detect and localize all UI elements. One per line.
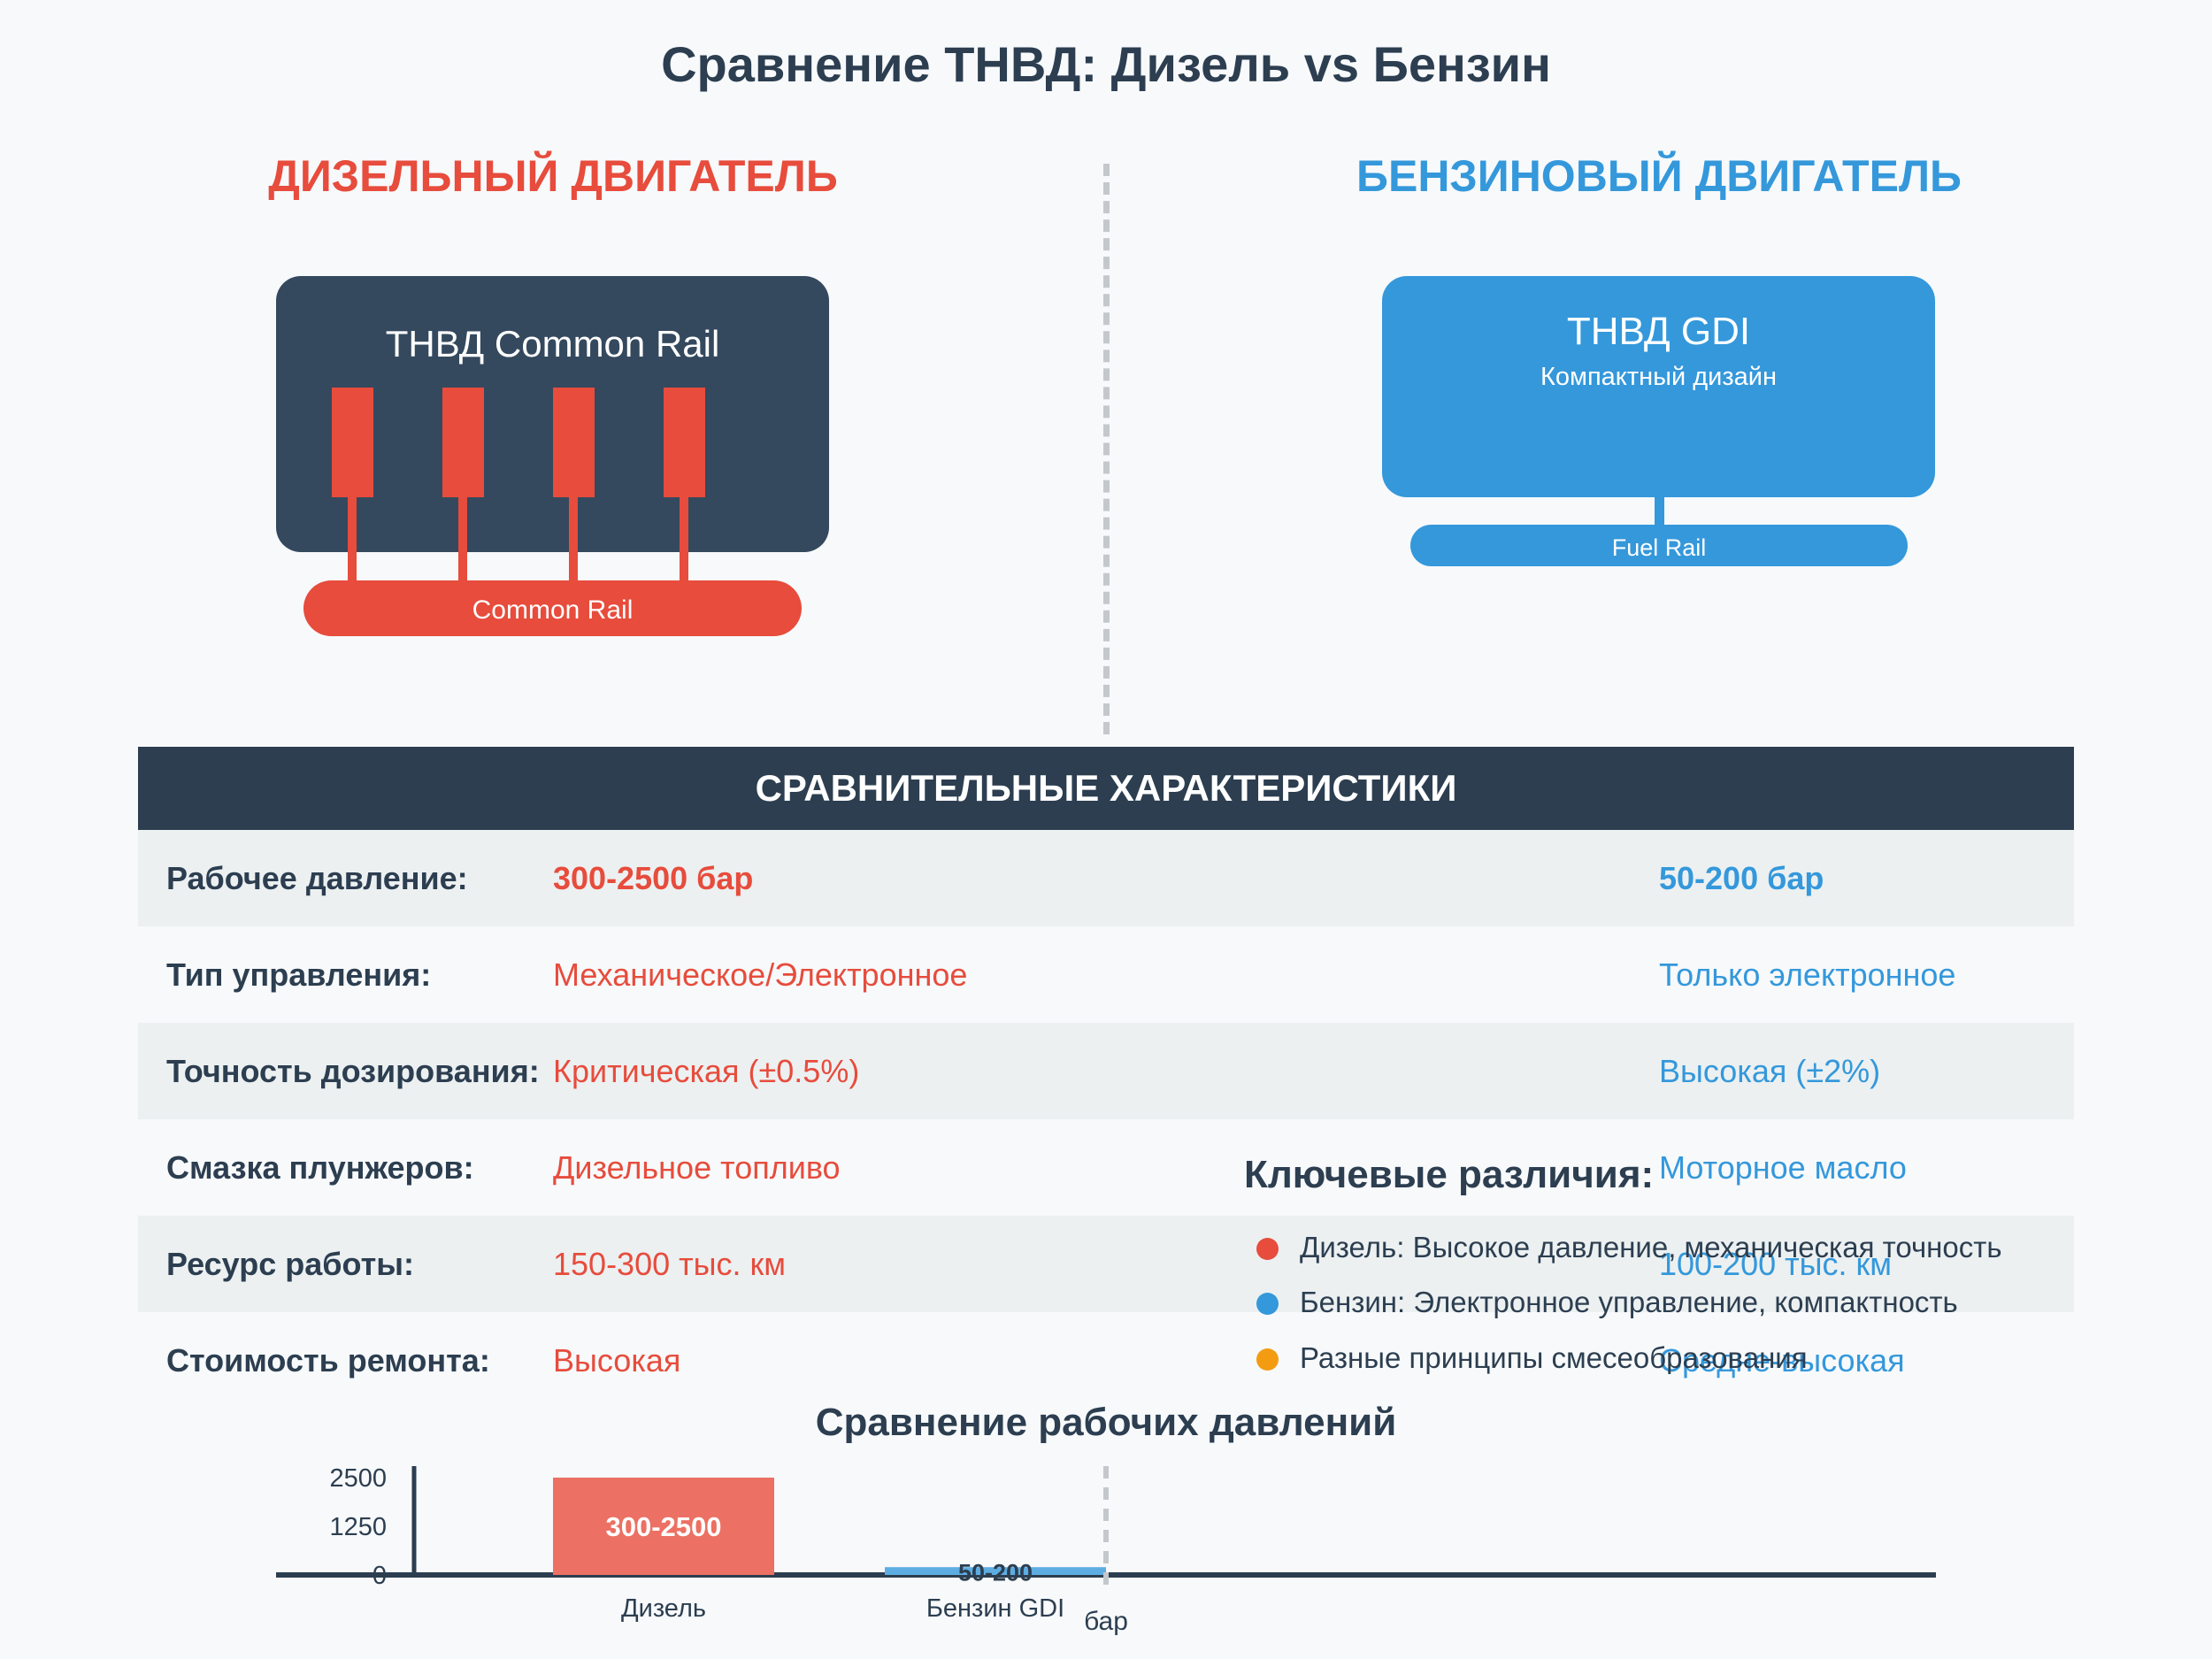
diesel-heading: ДИЗЕЛЬНЫЙ ДВИГАТЕЛЬ <box>268 151 838 201</box>
bullet-dot-icon <box>1256 1238 1279 1260</box>
diesel-value: Критическая (±0.5%) <box>553 1053 860 1089</box>
bar-value-label: 300-2500 <box>605 1511 721 1542</box>
bar <box>885 1567 1106 1575</box>
diesel-value: 150-300 тыс. км <box>553 1246 786 1282</box>
gdi-pump-label: ТНВД GDI <box>1566 310 1751 353</box>
x-axis-label: бар <box>1084 1607 1128 1636</box>
bar-value-label: 50-200 <box>958 1560 1033 1586</box>
y-tick-label: 0 <box>373 1562 387 1590</box>
row-label: Тип управления: <box>166 956 432 993</box>
key-difference-text: Дизель: Высокое давление, механическая т… <box>1300 1231 2002 1263</box>
table-row: Стоимость ремонта: Высокая Средне-высока… <box>138 1312 2074 1409</box>
category-label: Бензин GDI <box>926 1594 1064 1623</box>
petrol-value: Только электронное <box>1659 956 1956 993</box>
common-rail-bar <box>303 580 802 636</box>
diesel-value: 300-2500 бар <box>553 860 754 896</box>
table-row: Ресурс работы: 150-300 тыс. км 100-200 т… <box>138 1216 2074 1312</box>
bullet-dot-icon <box>1256 1293 1279 1315</box>
petrol-value: Средне-высокая <box>1659 1342 1905 1379</box>
bar <box>553 1478 774 1575</box>
row-label: Ресурс работы: <box>166 1246 414 1282</box>
petrol-heading: БЕНЗИНОВЫЙ ДВИГАТЕЛЬ <box>1356 151 1962 201</box>
table-row: Смазка плунжеров: Дизельное топливо Мото… <box>138 1119 2074 1216</box>
common-rail-pump-label: ТНВД Common Rail <box>385 323 720 365</box>
gdi-pump-sublabel: Компактный дизайн <box>1540 363 1777 391</box>
fuel-rail-bar <box>1410 525 1908 566</box>
chart-title: Сравнение рабочих давлений <box>815 1401 1397 1444</box>
row-label: Стоимость ремонта: <box>166 1342 490 1379</box>
plunger-line <box>680 497 688 581</box>
category-label: Дизель <box>621 1594 706 1623</box>
petrol-value: 50-200 бар <box>1659 860 1824 896</box>
plunger-line <box>569 497 578 581</box>
key-difference-text: Бензин: Электронное управление, компактн… <box>1300 1286 1958 1318</box>
petrol-value: 100-200 тыс. км <box>1659 1246 1892 1282</box>
plunger <box>332 388 373 497</box>
gdi-connector <box>1655 495 1664 526</box>
diesel-value: Дизельное топливо <box>553 1149 841 1186</box>
row-label: Точность дозирования: <box>166 1053 540 1089</box>
page-title: Сравнение ТНВД: Дизель vs Бензин <box>661 36 1551 92</box>
table-row: Тип управления: Механическое/Электронное… <box>138 926 2074 1023</box>
table-row: Точность дозирования: Критическая (±0.5%… <box>138 1023 2074 1119</box>
key-difference-text: Разные принципы смесеобразования <box>1300 1341 1808 1374</box>
row-label: Смазка плунжеров: <box>166 1149 474 1186</box>
y-tick-label: 1250 <box>329 1513 387 1541</box>
plunger-line <box>348 497 357 581</box>
plunger <box>442 388 484 497</box>
petrol-value: Моторное масло <box>1659 1149 1907 1186</box>
plunger-line <box>458 497 467 581</box>
bullet-dot-icon <box>1256 1348 1279 1371</box>
fuel-rail-bar-label: Fuel Rail <box>1611 534 1707 561</box>
table-header: СРАВНИТЕЛЬНЫЕ ХАРАКТЕРИСТИКИ <box>138 747 2074 830</box>
gdi-pump-body <box>1382 276 1935 497</box>
diesel-value: Высокая <box>553 1342 681 1379</box>
petrol-value: Высокая (±2%) <box>1659 1053 1881 1089</box>
common-rail-bar-label: Common Rail <box>472 595 634 625</box>
plunger <box>553 388 595 497</box>
plunger <box>664 388 705 497</box>
key-differences-title: Ключевые различия: <box>1244 1153 1655 1196</box>
row-label: Рабочее давление: <box>166 860 468 896</box>
y-tick-label: 2500 <box>329 1464 387 1493</box>
center-divider <box>1103 164 1110 734</box>
diesel-value: Механическое/Электронное <box>553 956 968 993</box>
table-row: Рабочее давление: 300-2500 бар 50-200 ба… <box>138 830 2074 926</box>
